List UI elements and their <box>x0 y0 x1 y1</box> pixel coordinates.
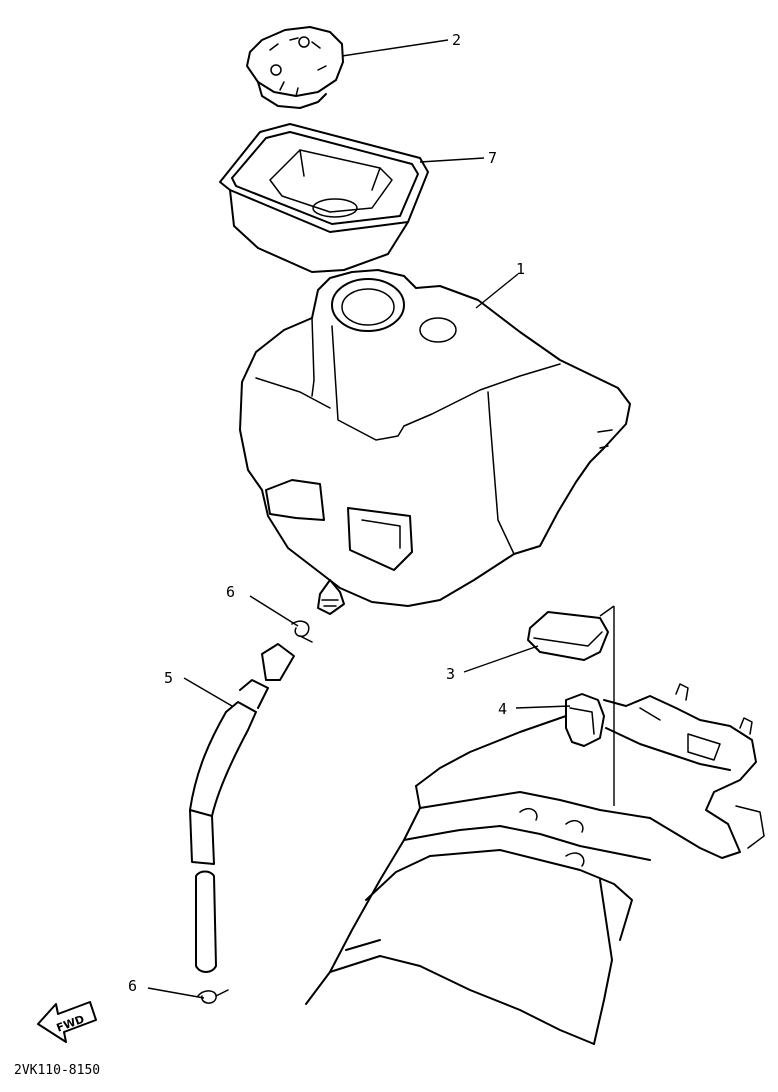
callout-damper-band: 4 <box>498 700 507 718</box>
callout-clip-lower: 6 <box>128 977 137 995</box>
callout-hose: 5 <box>164 669 173 687</box>
callout-cap: 2 <box>452 31 461 49</box>
hose-clip-upper <box>291 620 313 643</box>
fuel-cap <box>246 26 344 109</box>
damper-pad <box>527 611 609 661</box>
hose-clip-lower <box>197 989 229 1004</box>
damper-band <box>565 693 605 747</box>
guide-lines <box>599 605 615 806</box>
callout-tank: 1 <box>516 260 525 278</box>
callout-tray: 7 <box>488 149 497 167</box>
fuel-tank <box>239 269 631 615</box>
leader-lines <box>147 39 571 999</box>
fuel-tray <box>219 123 429 273</box>
callout-damper-pad: 3 <box>446 665 455 683</box>
fuel-hose <box>189 643 295 973</box>
diagram-code: 2VK110-8150 <box>14 1063 100 1078</box>
frame <box>305 683 765 1045</box>
callout-clip-upper: 6 <box>226 583 235 601</box>
fwd-arrow-icon: FWD <box>37 1001 97 1043</box>
fwd-label: FWD <box>55 1013 86 1035</box>
